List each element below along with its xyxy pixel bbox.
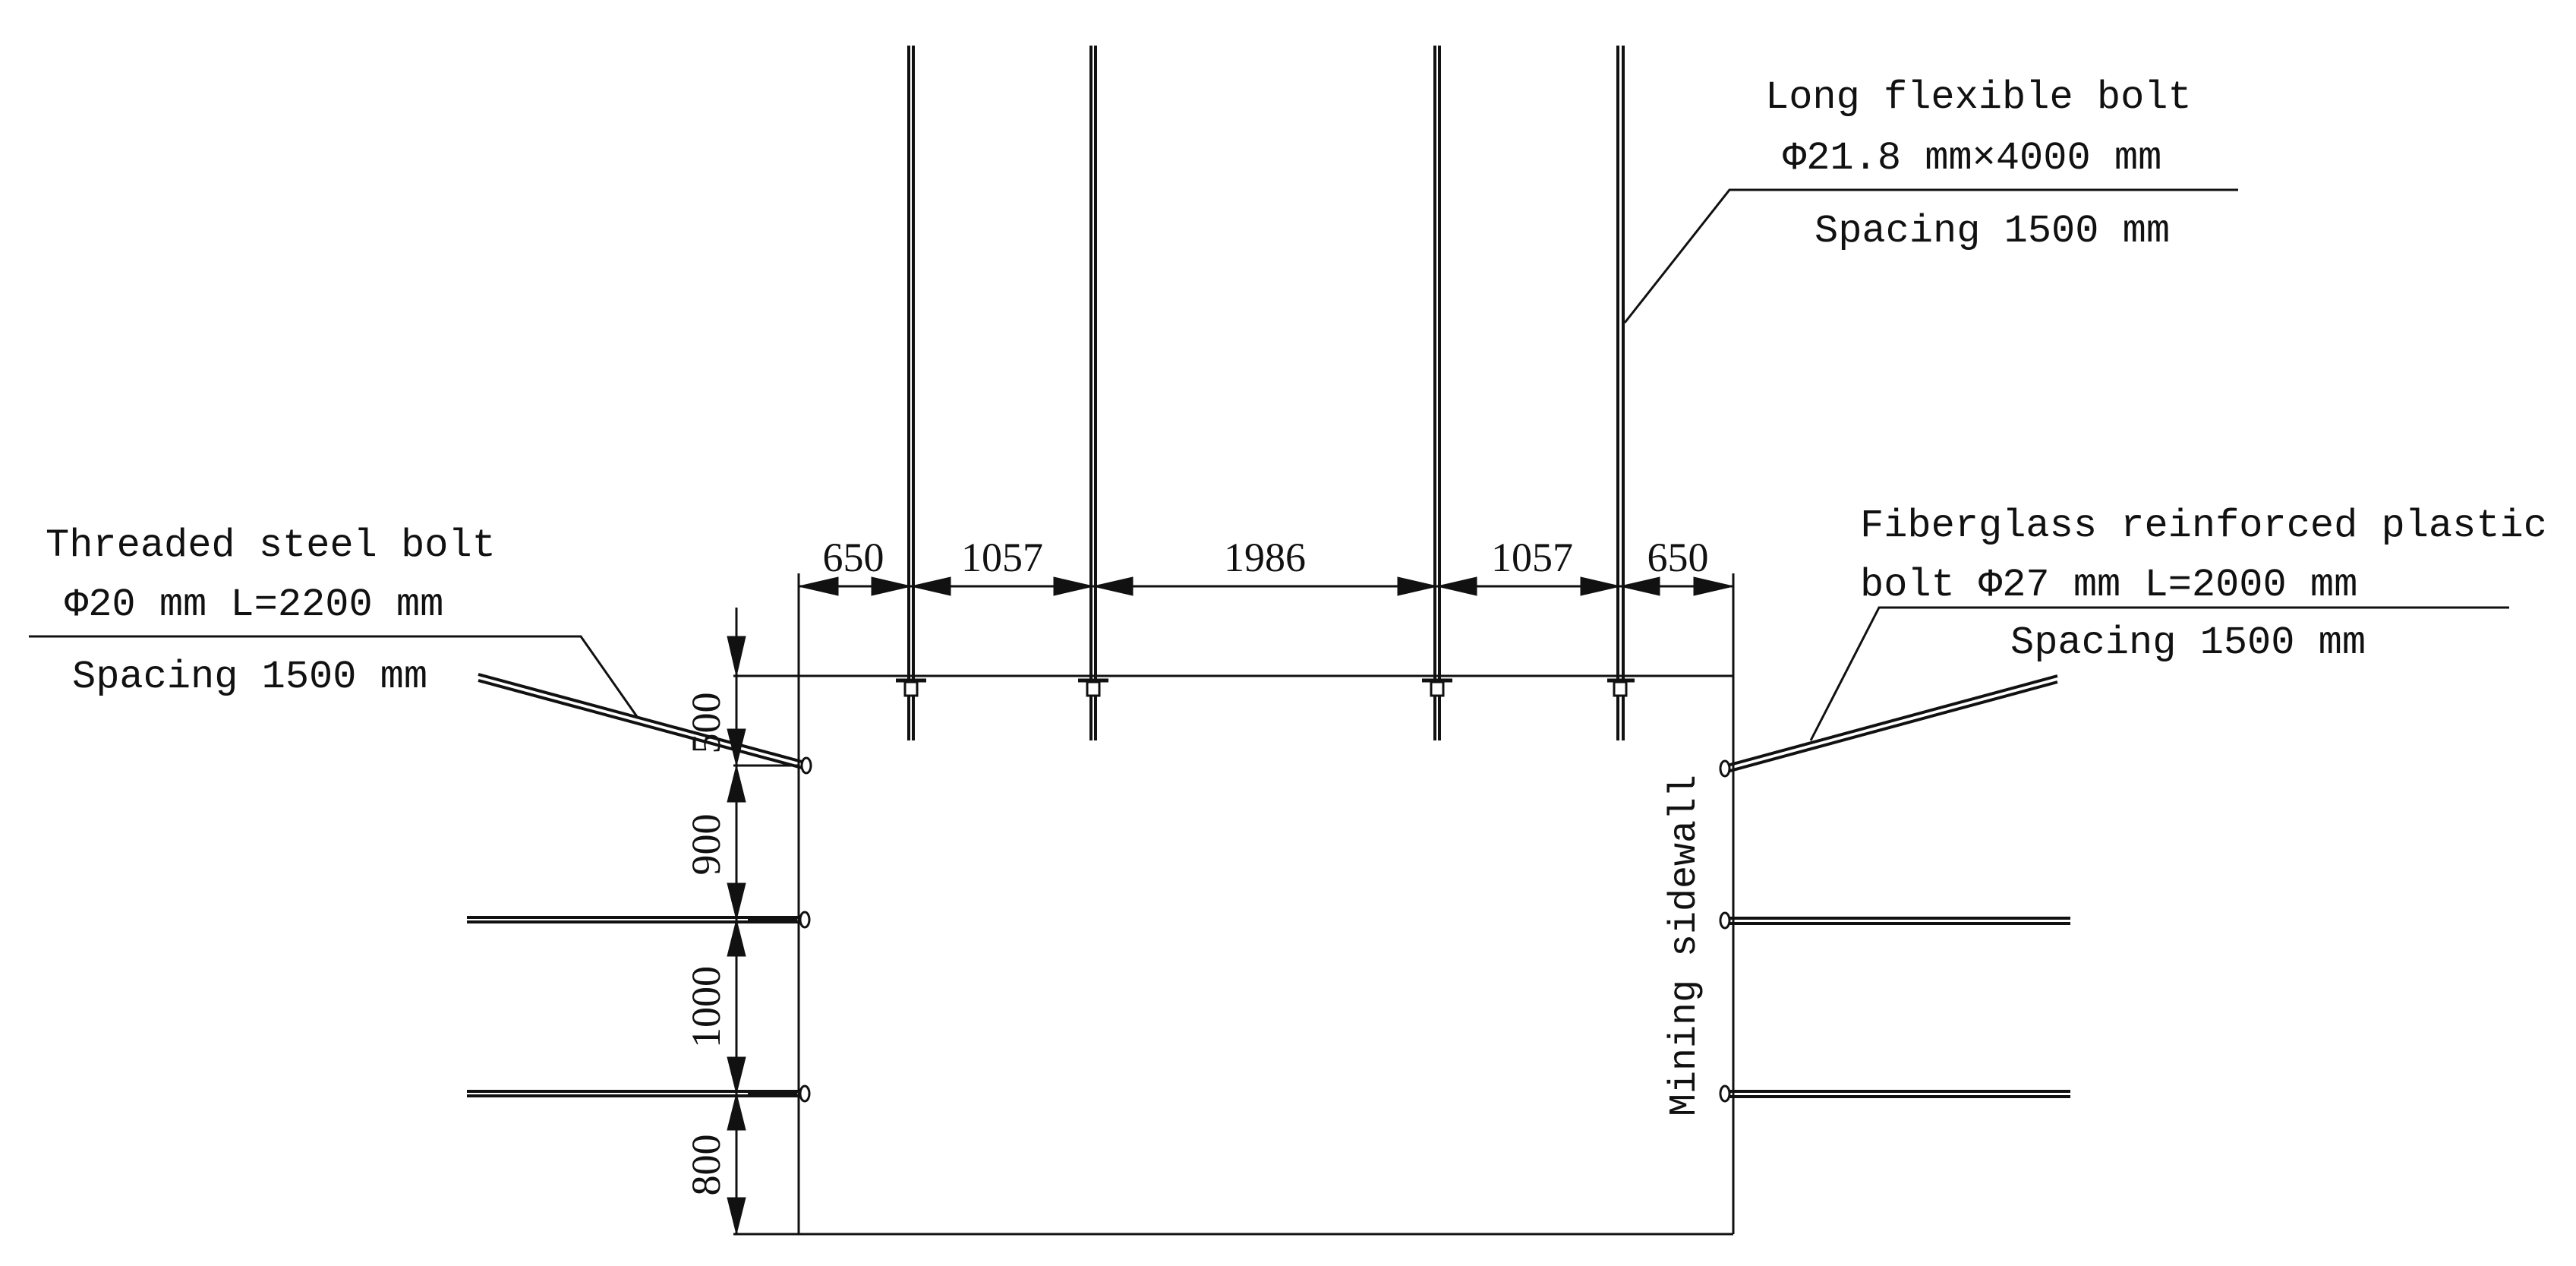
long-bolt-spec: Φ21.8 mm×4000 mm	[1783, 136, 2161, 181]
frp-bolt-callout: Fiberglass reinforced plastic bolt Φ27 m…	[1860, 504, 2547, 665]
dim-v-4: 800	[683, 1135, 729, 1196]
dimension-labels-vertical: 500 900 1000 800	[683, 693, 729, 1196]
dim-v-3: 1000	[683, 966, 729, 1048]
long-bolt-spacing: Spacing 1500 mm	[1815, 209, 2170, 254]
left-bolt-lower	[467, 1084, 811, 1103]
dim-v-2: 900	[683, 814, 729, 876]
steel-bolt-title: Threaded steel bolt	[46, 523, 496, 568]
right-bolt-upper	[1719, 674, 2058, 778]
dimension-labels-horizontal: 650 1057 1986 1057 650	[823, 535, 1709, 580]
long-bolt-leader	[1623, 188, 2238, 324]
steel-bolt-callout: Threaded steel bolt Φ20 mm L=2200 mm Spa…	[46, 523, 496, 699]
roof-bolt-4	[1607, 46, 1635, 740]
right-bolt-lower	[1719, 1084, 2070, 1103]
leader-lines	[29, 188, 2509, 741]
roof-bolt-1	[896, 46, 926, 740]
horizontal-dimension-line	[797, 573, 1735, 676]
right-bolt-middle	[1719, 911, 2070, 930]
roadway-outline	[733, 674, 1735, 1236]
steel-bolt-spec: Φ20 mm L=2200 mm	[65, 582, 443, 627]
vertical-dimension-line	[727, 608, 799, 1235]
dim-h-4: 1057	[1491, 535, 1573, 580]
long-bolt-callout: Long flexible bolt Φ21.8 mm×4000 mm Spac…	[1765, 75, 2192, 254]
roof-bolts	[896, 46, 1635, 740]
steel-bolt-spacing: Spacing 1500 mm	[72, 655, 427, 699]
dim-h-2: 1057	[961, 535, 1043, 580]
dim-v-1: 500	[683, 693, 729, 754]
left-sidewall-bolts	[467, 673, 812, 1103]
mining-sidewall-label: Mining sidewall	[1663, 775, 1707, 1116]
dim-h-5: 650	[1647, 535, 1709, 580]
frp-bolt-title: Fiberglass reinforced plastic	[1860, 504, 2547, 548]
roof-bolt-3	[1422, 46, 1452, 740]
dim-h-1: 650	[823, 535, 884, 580]
steel-bolt-leader	[29, 635, 639, 718]
roof-bolt-2	[1078, 46, 1108, 740]
frp-bolt-leader	[1809, 606, 2509, 741]
left-bolt-upper	[478, 673, 812, 775]
frp-bolt-spec: bolt Φ27 mm L=2000 mm	[1860, 563, 2357, 608]
right-sidewall-bolts	[1719, 674, 2070, 1103]
frp-bolt-spacing: Spacing 1500 mm	[2010, 620, 2366, 665]
long-bolt-title: Long flexible bolt	[1765, 75, 2192, 120]
left-bolt-middle	[467, 911, 811, 929]
dim-h-3: 1986	[1224, 535, 1306, 580]
